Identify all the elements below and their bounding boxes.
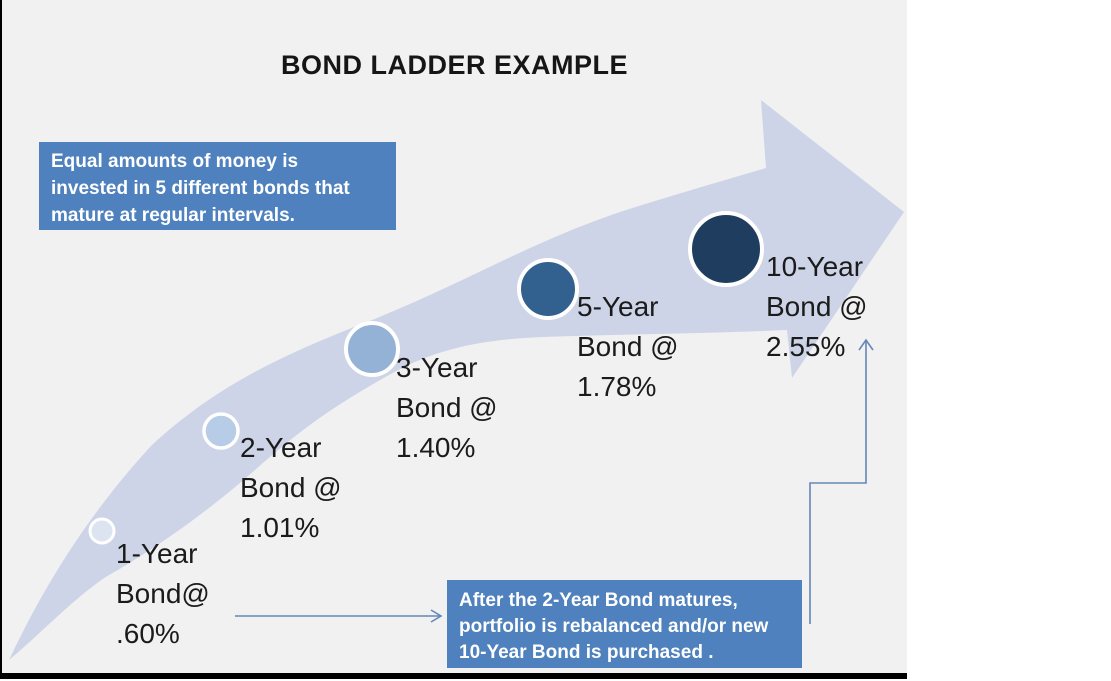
- right-margin: [907, 0, 1111, 681]
- callout-equal-amounts: Equal amounts of money is invested in 5 …: [39, 142, 396, 230]
- callout-line: 10-Year Bond is purchased .: [459, 642, 714, 663]
- callout-line: After the 2-Year Bond matures,: [459, 590, 738, 611]
- bond-circle-10-year: [688, 211, 764, 287]
- bond-label-line: 3-Year: [396, 352, 478, 383]
- bond-label-line: 1.01%: [240, 512, 320, 543]
- bond-label-5-year: 5-Year Bond @ 1.78%: [577, 287, 679, 407]
- connector-lines: [235, 338, 874, 624]
- bond-label-line: .60%: [116, 618, 180, 649]
- bond-label-line: Bond @: [577, 331, 679, 362]
- slide-title: BOND LADDER EXAMPLE: [280, 50, 628, 80]
- bond-label-line: Bond @: [766, 291, 868, 322]
- growth-arrow-shape: [9, 100, 904, 660]
- bond-label-line: Bond @: [240, 472, 342, 503]
- callout-line: Equal amounts of money is: [51, 151, 299, 172]
- arrowhead-right-icon: [430, 609, 443, 623]
- bond-label-3-year: 3-Year Bond @ 1.40%: [396, 348, 498, 468]
- bond-label-line: 5-Year: [577, 291, 659, 322]
- bond-label-1-year: 1-Year Bond@ .60%: [116, 534, 210, 654]
- bond-circle-2-year: [202, 412, 240, 450]
- callout-rebalance-note: After the 2-Year Bond matures, portfolio…: [447, 580, 802, 668]
- bond-circle-3-year: [344, 321, 400, 377]
- bond-label-line: 10-Year: [766, 251, 864, 282]
- bond-label-line: 1-Year: [116, 538, 198, 569]
- bond-label-line: Bond@: [116, 578, 210, 609]
- arrowhead-up-icon: [858, 338, 874, 351]
- bond-label-line: 2-Year: [240, 432, 322, 463]
- bond-label-line: 1.78%: [577, 371, 657, 402]
- bond-label-line: Bond @: [396, 392, 498, 423]
- callout-line: mature at regular intervals.: [51, 205, 295, 226]
- bond-label-2-year: 2-Year Bond @ 1.01%: [240, 428, 342, 548]
- bond-label-line: 2.55%: [766, 331, 846, 362]
- diagram-shapes: [9, 100, 904, 660]
- bond-label-10-year: 10-Year Bond @ 2.55%: [766, 247, 868, 367]
- slide-canvas: BOND LADDER EXAMPLE Equal amounts of mon…: [0, 0, 907, 679]
- bond-circle-5-year: [517, 258, 579, 320]
- bond-label-line: 1.40%: [396, 432, 476, 463]
- connector-note-to-10year: [809, 341, 867, 624]
- callout-line: invested in 5 different bonds that: [51, 178, 350, 199]
- callout-line: portfolio is rebalanced and/or new: [459, 616, 769, 637]
- bond-circle-1-year: [88, 517, 116, 545]
